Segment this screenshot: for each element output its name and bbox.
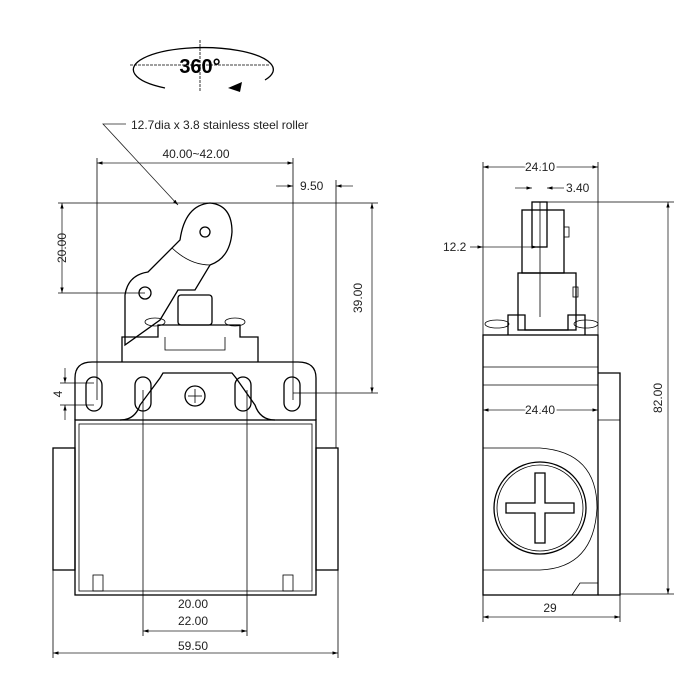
front-view: 40.00~42.00 9.50 20.00 39.00 4 20.00 22.… — [51, 147, 378, 658]
screw-icon — [184, 385, 206, 407]
screw-icon — [493, 461, 587, 555]
rotation-arrow-icon — [228, 82, 242, 92]
rotation-symbol: 360° — [130, 40, 274, 92]
dim-width: 59.50 — [178, 639, 208, 653]
dim-top-width: 24.10 — [525, 160, 555, 174]
dim-slot: 4 — [51, 390, 65, 397]
dim-total-height: 39.00 — [351, 283, 365, 313]
dim-lever-height: 20.00 — [55, 233, 69, 263]
dim-height: 82.00 — [651, 383, 665, 413]
side-view: 24.10 3.40 12.2 24.40 82.00 29 — [443, 158, 674, 622]
dim-actuator-span: 40.00~42.00 — [162, 147, 229, 161]
dim-body-width: 24.40 — [525, 403, 555, 417]
dim-roller-offset: 12.2 — [443, 240, 467, 254]
dim-hole-spacing-b: 22.00 — [178, 614, 208, 628]
roller-note: 12.7dia x 3.8 stainless steel roller — [102, 118, 308, 206]
roller-note-text: 12.7dia x 3.8 stainless steel roller — [131, 118, 308, 132]
dim-hole-spacing-a: 20.00 — [178, 597, 208, 611]
rotation-label: 360° — [179, 56, 220, 78]
dim-offset: 9.50 — [300, 179, 324, 193]
dim-depth: 29 — [543, 601, 557, 615]
dim-roller-width: 3.40 — [566, 181, 590, 195]
